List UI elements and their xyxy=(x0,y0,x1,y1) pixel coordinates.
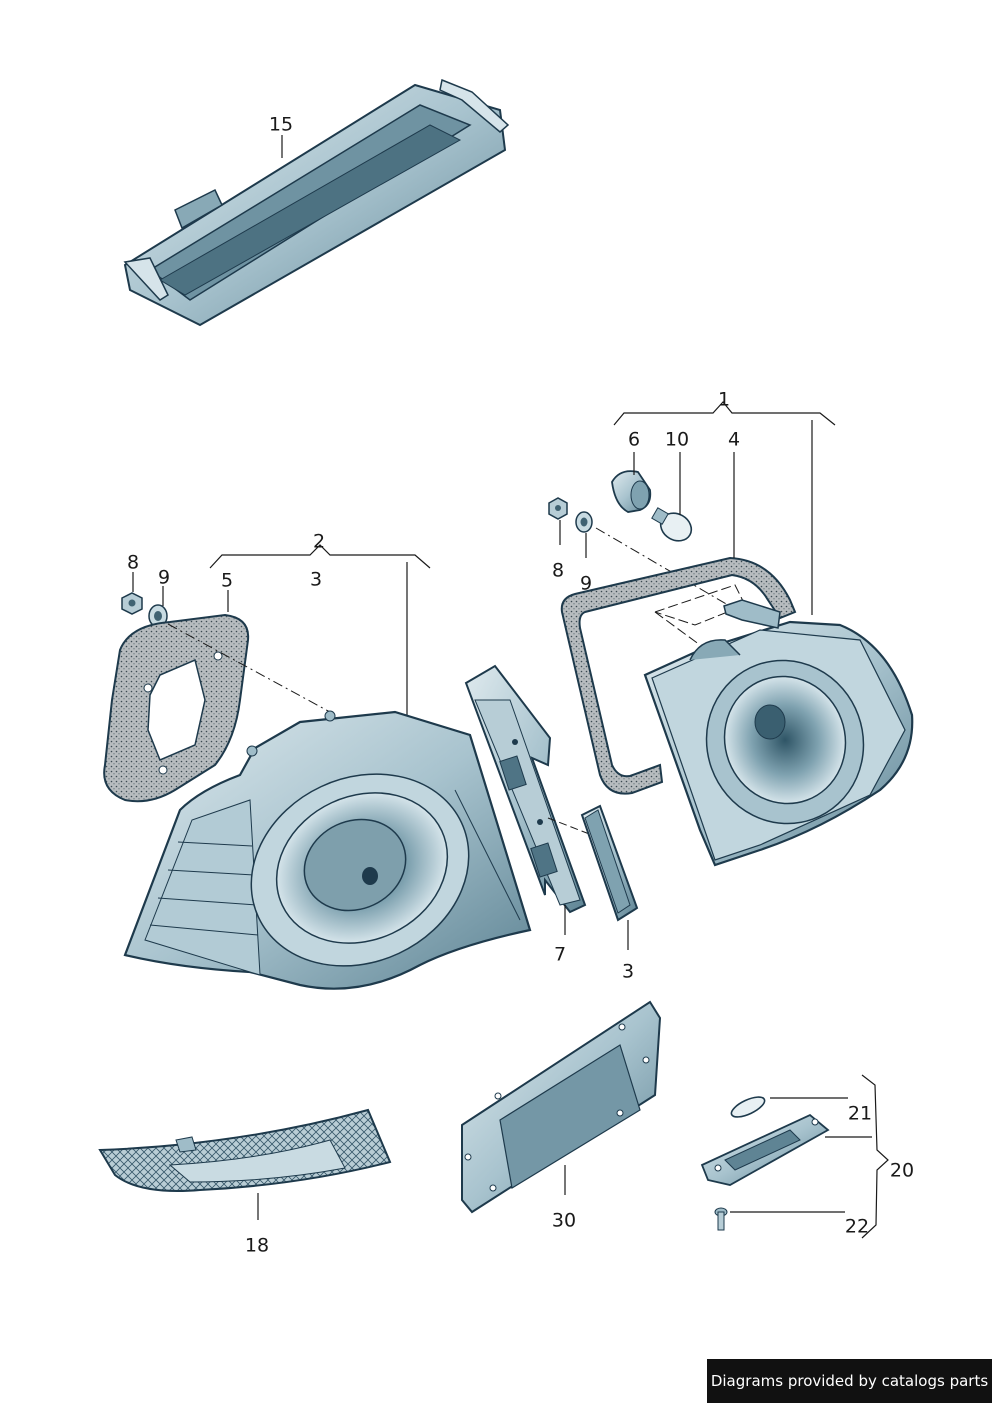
high-mounted-brake-light xyxy=(123,78,510,327)
part-label-21: 21 xyxy=(847,1102,873,1125)
bulb-socket xyxy=(611,470,652,513)
gasket-frame-right xyxy=(560,556,797,795)
nut-left xyxy=(121,592,143,615)
part-label-7: 7 xyxy=(553,943,567,966)
part-label-20: 20 xyxy=(889,1159,915,1182)
mounting-bracket xyxy=(464,664,587,914)
part-label-2: 2 xyxy=(312,530,326,553)
nut-right xyxy=(548,497,568,520)
rear-reflector xyxy=(98,1108,392,1192)
part-label-9-left: 9 xyxy=(157,566,171,589)
part-label-18: 18 xyxy=(244,1234,270,1257)
footer-credit: Diagrams provided by catalogs parts xyxy=(707,1359,992,1403)
part-label-1: 1 xyxy=(717,388,731,411)
screw xyxy=(714,1207,728,1231)
small-cover xyxy=(580,804,639,922)
part-label-3-top: 3 xyxy=(309,568,323,591)
festoon-bulb xyxy=(730,1096,766,1118)
license-plate-light xyxy=(700,1113,830,1186)
part-label-5: 5 xyxy=(220,569,234,592)
part-label-8-right: 8 xyxy=(551,559,565,582)
tail-light-outer-left xyxy=(123,710,532,990)
part-label-30: 30 xyxy=(551,1209,577,1232)
part-label-8-left: 8 xyxy=(126,551,140,574)
part-label-10: 10 xyxy=(664,428,690,451)
mounting-plate xyxy=(461,1000,662,1214)
tail-light-inner-right xyxy=(643,599,914,867)
part-label-9-right: 9 xyxy=(579,572,593,595)
washer-right xyxy=(575,511,593,533)
part-label-15: 15 xyxy=(268,113,294,136)
part-label-6: 6 xyxy=(627,428,641,451)
gasket-left xyxy=(103,613,250,803)
bulb xyxy=(651,507,693,542)
part-label-4: 4 xyxy=(727,428,741,451)
part-label-3-bottom: 3 xyxy=(621,960,635,983)
part-label-22: 22 xyxy=(844,1215,870,1238)
washer-left xyxy=(148,604,168,628)
